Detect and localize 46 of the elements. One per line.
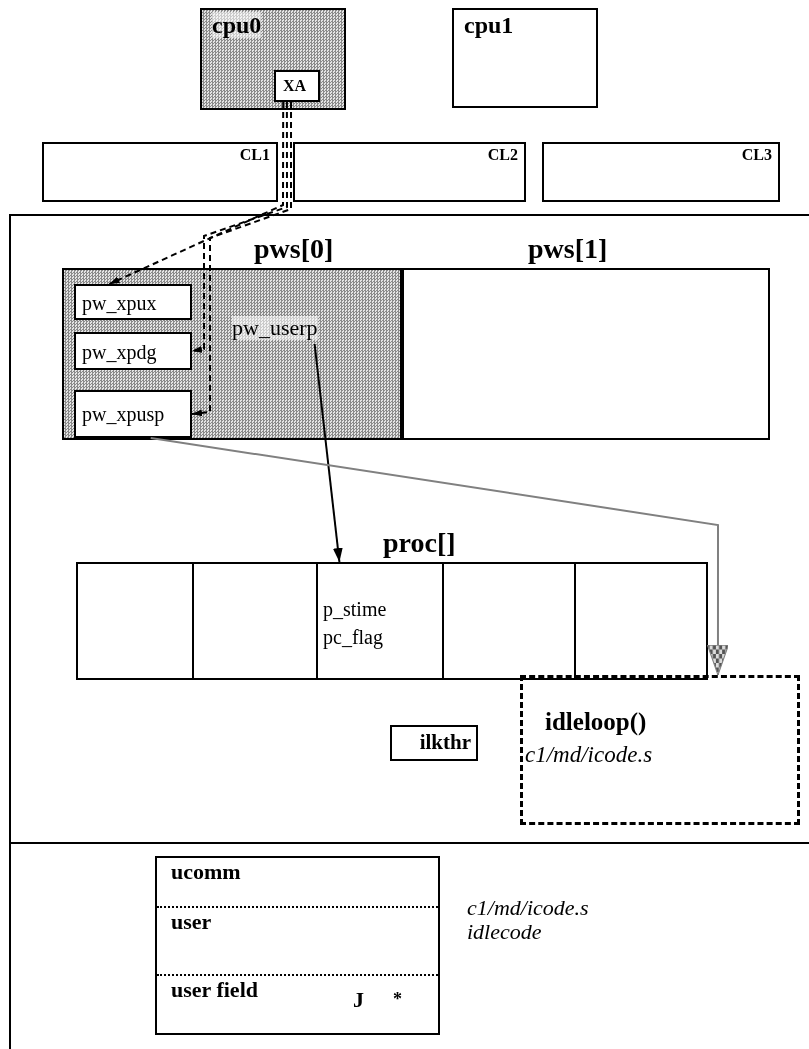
file-note: c1/md/icode.s idlecode [467, 896, 590, 945]
field-box [74, 332, 192, 370]
table-heading: proc[] [383, 528, 456, 559]
field-label: pw_xpdg [82, 341, 157, 363]
arrow [191, 101, 288, 354]
table-slot [194, 562, 318, 680]
arrow [191, 101, 292, 417]
cpu-label: cpu0 [212, 12, 262, 39]
cache-label: CL3 [741, 146, 772, 164]
cache-label: CL2 [487, 146, 518, 164]
routine-name: idleloop() [545, 708, 647, 736]
field-label: p_stime [323, 598, 387, 620]
table-slot [576, 562, 708, 680]
field-label: pc_flag [323, 626, 383, 648]
register-label: XA [283, 77, 307, 95]
cache-box [542, 142, 780, 202]
table-slot [318, 562, 444, 680]
field-box [74, 390, 192, 438]
field-label: pw_xpusp [82, 403, 165, 425]
routine-box [520, 675, 800, 825]
table-slot [444, 562, 576, 680]
arrow [149, 437, 729, 676]
cache-box [293, 142, 526, 202]
struct-field: ucomm [171, 860, 241, 885]
array-heading: pws[0] [254, 234, 334, 265]
arrow [108, 101, 285, 285]
table-slot [76, 562, 194, 680]
cpu-box [200, 8, 346, 110]
struct-field: user field [171, 978, 258, 1003]
file-path: c1/md/icode.s [525, 742, 653, 768]
lock-label: ilkthr [419, 731, 471, 755]
array-heading: pws[1] [528, 234, 608, 265]
struct-mark: J [353, 988, 364, 1013]
arrow [313, 343, 344, 563]
register-box [274, 70, 320, 102]
cpu-box [452, 8, 598, 108]
field-label: pw_xpux [82, 292, 157, 314]
lock-box [390, 725, 478, 761]
cpu-label: cpu1 [464, 12, 514, 39]
cache-box [42, 142, 278, 202]
struct-mark: * [393, 990, 402, 1010]
struct-field: user [171, 910, 212, 935]
field-label: pw_userp [232, 316, 318, 341]
field-box [74, 284, 192, 320]
cache-label: CL1 [239, 146, 270, 164]
user-struct-box [155, 856, 440, 1035]
